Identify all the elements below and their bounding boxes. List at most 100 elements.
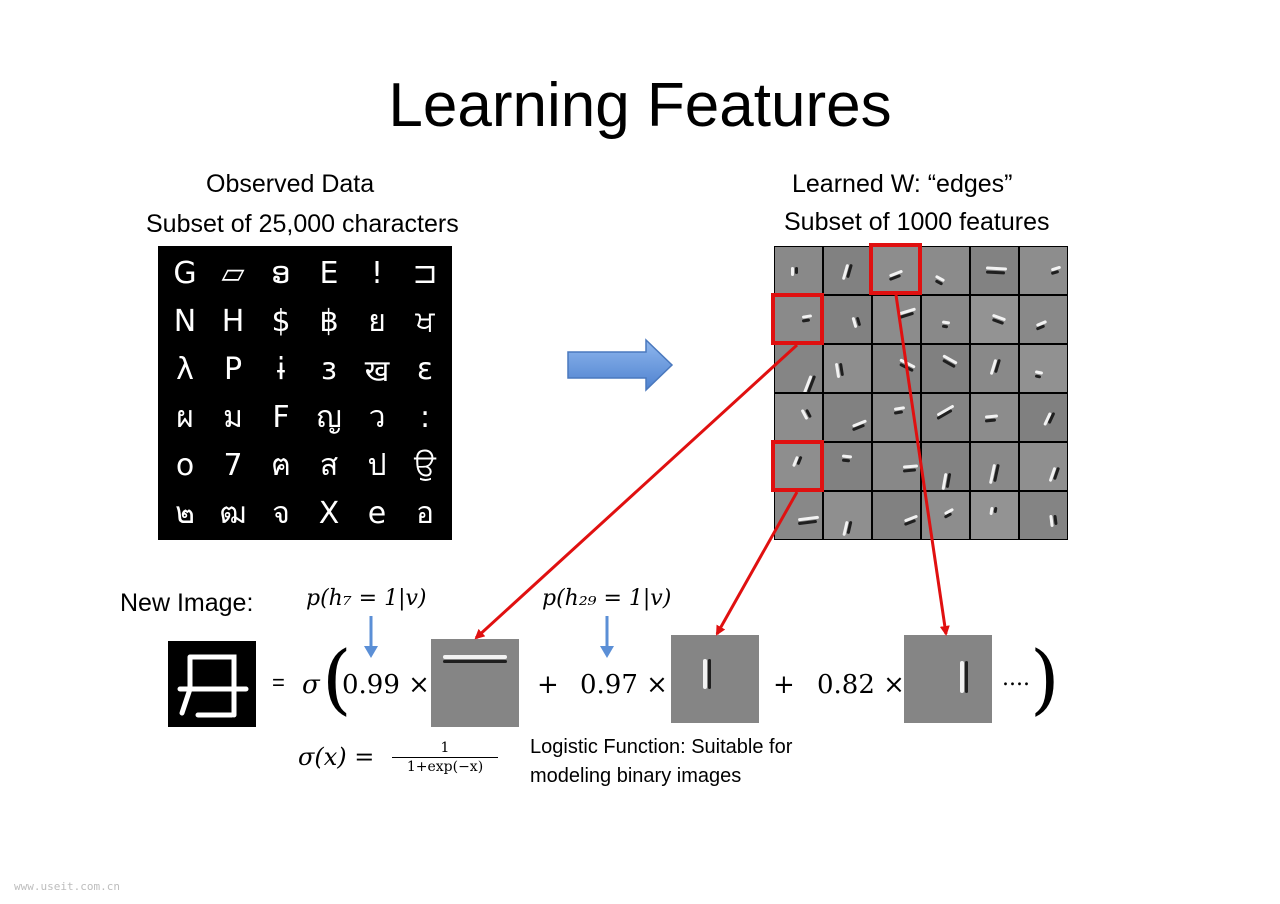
feature-cell — [824, 296, 871, 343]
observed-data-subtitle: Subset of 25,000 characters — [146, 210, 459, 238]
close-paren: ) — [1030, 634, 1060, 723]
feature-edge-stroke — [791, 267, 794, 276]
sigma-definition-lhs: σ(x) = — [298, 743, 375, 771]
watermark: www.useit.com.cn — [14, 880, 120, 893]
character-cell: ɨ — [276, 351, 286, 387]
character-cell: ญ — [316, 399, 342, 435]
character-cell: ม — [223, 399, 243, 435]
feature-cell — [1020, 492, 1067, 539]
highlight-box-feature-3 — [869, 243, 922, 295]
arrow-feature3-to-image3 — [894, 294, 950, 636]
plus-sign-1: + — [537, 670, 559, 700]
ellipsis: .... — [1002, 666, 1030, 691]
character-cell: : — [419, 399, 431, 435]
new-image-thumbnail — [168, 641, 256, 727]
feature-cell — [922, 394, 969, 441]
fraction-numerator: 1 — [440, 740, 450, 756]
learned-w-caption: Learned W: “edges” — [792, 170, 1013, 198]
character-cell: อ — [415, 495, 435, 531]
new-image-label: New Image: — [120, 589, 254, 617]
plus-sign-2: + — [773, 670, 795, 700]
fraction-denominator: 1+exp(−x) — [406, 759, 484, 775]
character-cell: ਖ — [415, 303, 435, 339]
prob-label-h29: p(h₂₉ = 1|v) — [542, 586, 672, 611]
character-cell: H — [221, 303, 245, 339]
coefficient-2: 0.97 × — [580, 670, 668, 700]
sigma-symbol: σ — [302, 670, 320, 700]
character-cell: ฅ — [270, 447, 292, 483]
sigma-definition-fraction: 1 1+exp(−x) — [392, 740, 498, 775]
feature-image-h29 — [671, 635, 759, 723]
open-paren: ( — [322, 634, 352, 723]
feature-cell — [922, 443, 969, 490]
equals-sign: = — [272, 670, 285, 695]
feature-cell — [775, 394, 822, 441]
character-cell: G — [173, 255, 197, 291]
feature-edge-shadow — [795, 267, 798, 274]
feature-cell — [873, 247, 920, 294]
feature-image-3 — [904, 635, 992, 723]
coefficient-1: 0.99 × — [342, 670, 430, 700]
feature-cell — [1020, 247, 1067, 294]
character-cell: F — [272, 399, 290, 435]
character-cell: з — [321, 351, 337, 387]
feature-edge-stroke — [703, 659, 707, 689]
character-cell: ย — [368, 303, 386, 339]
character-cell: ป — [367, 447, 387, 483]
feature-edge-stroke — [960, 661, 964, 693]
character-cell: o — [175, 447, 195, 483]
character-cell: $ — [271, 303, 291, 339]
feature-cell — [824, 443, 871, 490]
character-cell: N — [173, 303, 197, 339]
feature-cell — [1020, 345, 1067, 392]
logistic-note-line2: modeling binary images — [530, 765, 742, 787]
feature-cell — [824, 247, 871, 294]
feature-cell — [873, 443, 920, 490]
prob-label-h7: p(h₇ = 1|v) — [306, 586, 427, 611]
character-cell: ส — [319, 447, 339, 483]
feature-edge-shadow — [708, 659, 711, 689]
feature-cell — [922, 247, 969, 294]
coefficient-3: 0.82 × — [817, 670, 905, 700]
slide-title: Learning Features — [388, 71, 892, 140]
feature-edge-stroke — [443, 655, 507, 659]
feature-cell — [775, 443, 822, 490]
character-cell: ▱ — [221, 255, 245, 291]
feature-cell — [1020, 296, 1067, 343]
feature-cell — [824, 394, 871, 441]
character-cell: ε — [416, 351, 434, 387]
character-cell: λ — [176, 351, 194, 387]
feature-edge-shadow — [965, 661, 968, 693]
logistic-note-line1: Logistic Function: Suitable for — [530, 736, 793, 758]
character-cell: e — [367, 495, 387, 531]
character-cell: ອ — [271, 255, 291, 291]
down-arrow-icon — [600, 616, 614, 658]
highlight-box-feature-29 — [771, 440, 824, 492]
feature-cell — [775, 247, 822, 294]
feature-cell — [971, 492, 1018, 539]
down-arrow-icon — [364, 616, 378, 658]
character-cell: ਉ — [414, 447, 436, 483]
feature-cell — [775, 296, 822, 343]
feature-cell — [873, 345, 920, 392]
feature-cell — [971, 296, 1018, 343]
character-cell: ⊐ — [412, 255, 438, 291]
feature-cell — [971, 345, 1018, 392]
right-arrow-icon — [567, 338, 674, 392]
feature-image-h7 — [431, 639, 519, 727]
character-cell: ฿ — [319, 303, 339, 339]
learned-w-subtitle: Subset of 1000 features — [784, 208, 1050, 236]
feature-cell — [922, 296, 969, 343]
feature-cell — [873, 492, 920, 539]
character-cell: ख — [364, 353, 390, 389]
character-cell: P — [223, 351, 243, 387]
character-cell: 7 — [223, 447, 243, 483]
feature-cell — [971, 394, 1018, 441]
character-cell: ! — [370, 255, 384, 291]
feature-cell — [1020, 443, 1067, 490]
feature-cell — [1020, 394, 1067, 441]
character-cell: จ — [272, 495, 290, 531]
character-cell: ฒ — [219, 495, 247, 531]
